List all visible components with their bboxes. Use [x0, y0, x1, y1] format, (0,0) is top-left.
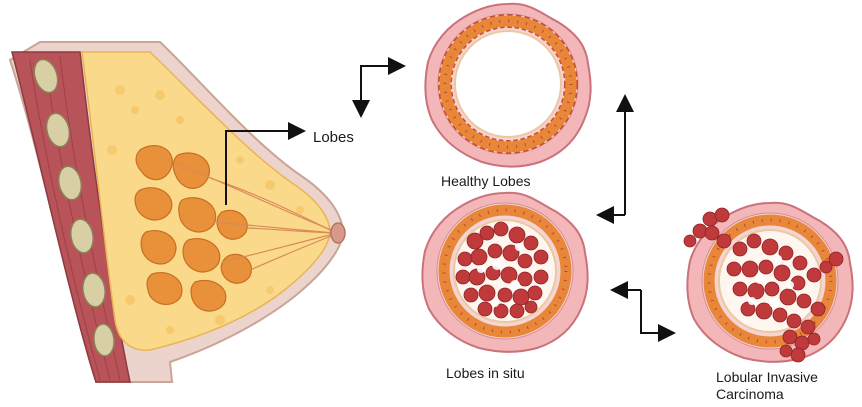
arrow-icon [361, 66, 402, 112]
breast-cross-section-icon [10, 42, 345, 382]
healthy-lobe-icon [425, 4, 590, 167]
arrow-icon [614, 290, 672, 333]
nipple [331, 223, 345, 243]
label-lobes: Lobes [313, 129, 354, 147]
label-lobular-invasive-carcinoma: Lobular Invasive Carcinoma [716, 369, 856, 403]
label-healthy-lobes: Healthy Lobes [441, 172, 531, 190]
lobular-invasive-carcinoma-icon [684, 203, 853, 362]
label-lobes-in-situ: Lobes in situ [446, 364, 525, 382]
label-invasive-line1: Lobular Invasive [716, 369, 856, 386]
arrow-icon [600, 98, 625, 215]
lobe-in-situ-icon [422, 193, 587, 352]
label-invasive-line2: Carcinoma [716, 386, 856, 403]
